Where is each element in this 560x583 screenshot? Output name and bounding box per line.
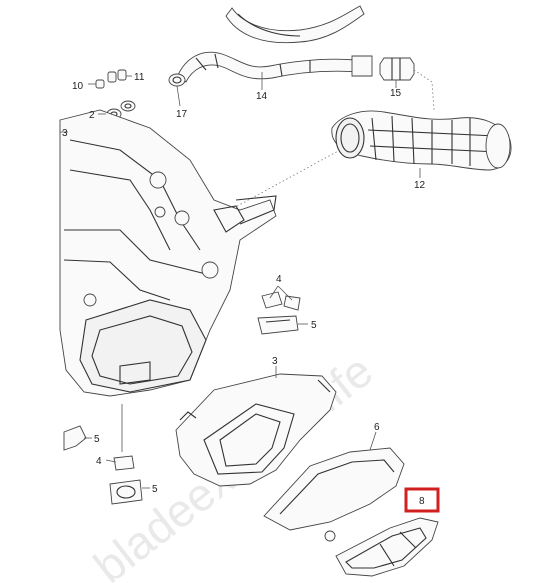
callout-8: 8 (419, 496, 425, 507)
intake-boot-part-12 (331, 110, 512, 171)
upper-hose-part (225, 5, 365, 44)
callout-5b: 5 (94, 434, 100, 445)
highlight-box (404, 487, 440, 513)
clip-parts-lower-left (63, 425, 143, 505)
leader-4b (105, 404, 123, 463)
leader-17 (176, 85, 181, 107)
fitting-part-15 (379, 57, 415, 81)
callout-14: 14 (256, 91, 268, 102)
callout-17: 17 (176, 109, 188, 120)
air-box-part-3 (175, 373, 337, 487)
callout-15: 15 (390, 88, 402, 99)
callout-5a: 5 (311, 320, 317, 331)
callout-4b: 4 (96, 456, 102, 467)
clamp-part-17 (168, 73, 186, 87)
hose-part-14 (177, 51, 373, 83)
callout-12: 12 (414, 180, 426, 191)
callout-10: 10 (72, 81, 84, 92)
clip-parts-4-5 (257, 291, 301, 335)
leader-4a (269, 285, 293, 301)
callout-11: 11 (134, 72, 145, 83)
cover-part-6 (263, 447, 405, 542)
small-parts-10-11 (95, 69, 127, 89)
leader-6 (369, 431, 377, 451)
callout-2: 2 (89, 110, 95, 121)
callout-5c: 5 (152, 484, 158, 495)
callout-3b: 3 (272, 356, 278, 367)
callout-6: 6 (374, 422, 380, 433)
frame-assembly (59, 109, 277, 397)
callout-3a: 3 (62, 128, 68, 139)
callout-4a: 4 (276, 274, 282, 285)
filter-part-8 (335, 517, 439, 577)
